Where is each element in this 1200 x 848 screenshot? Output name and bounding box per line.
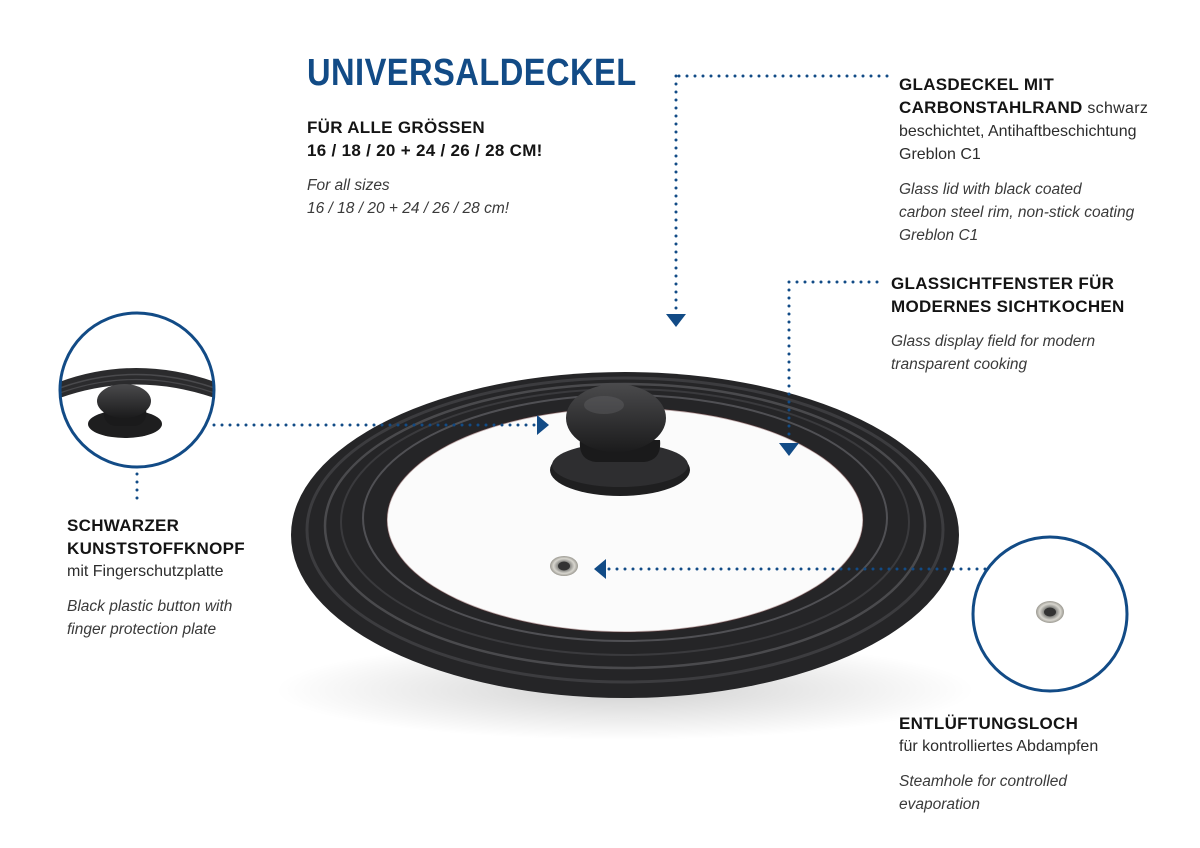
window-block: GLASSICHTFENSTER FÜR MODERNES SICHTKOCHE… <box>891 272 1125 376</box>
window-english: Glass display field for modern transpare… <box>891 333 1096 373</box>
vent-block: ENTLÜFTUNGSLOCH für kontrolliertes Abdam… <box>899 712 1098 816</box>
knob <box>550 384 690 496</box>
sizes-block: FÜR ALLE GRÖSSEN 16 / 18 / 20 + 24 / 26 … <box>307 116 543 220</box>
vent-german: für kontrolliertes Abdampfen <box>899 738 1099 755</box>
sizes-heading: FÜR ALLE GRÖSSEN 16 / 18 / 20 + 24 / 26 … <box>307 118 543 160</box>
knob-heading: SCHWARZER KUNSTSTOFFKNOPF <box>67 516 245 558</box>
glass-lid-block: GLASDECKEL MIT CARBONSTAHLRAND schwarz b… <box>899 73 1148 247</box>
page-title: UNIVERSALDECKEL <box>307 52 637 94</box>
sizes-english: For all sizes 16 / 18 / 20 + 24 / 26 / 2… <box>307 177 510 217</box>
callout-lines <box>135 74 987 579</box>
knob-german: mit Fingerschutzplatte <box>67 563 224 580</box>
glass-panel <box>387 408 863 632</box>
vent-english: Steamhole for controlled evaporation <box>899 773 1068 813</box>
vent-hole <box>550 556 578 576</box>
knob-english: Black plastic button with finger protect… <box>67 598 233 638</box>
glass-lid-heading: GLASDECKEL MIT CARBONSTAHLRAND schwarz <box>899 75 1149 117</box>
glass-lid-german: beschichtet, Antihaftbeschichtung Greblo… <box>899 123 1137 163</box>
knob-block: SCHWARZER KUNSTSTOFFKNOPF mit Fingerschu… <box>67 514 245 641</box>
knob-detail-circle <box>58 311 216 469</box>
glass-lid-english: Glass lid with black coated carbon steel… <box>899 181 1135 244</box>
vent-heading: ENTLÜFTUNGSLOCH <box>899 714 1079 733</box>
vent-detail-circle <box>971 535 1129 693</box>
window-heading: GLASSICHTFENSTER FÜR MODERNES SICHTKOCHE… <box>891 274 1125 316</box>
